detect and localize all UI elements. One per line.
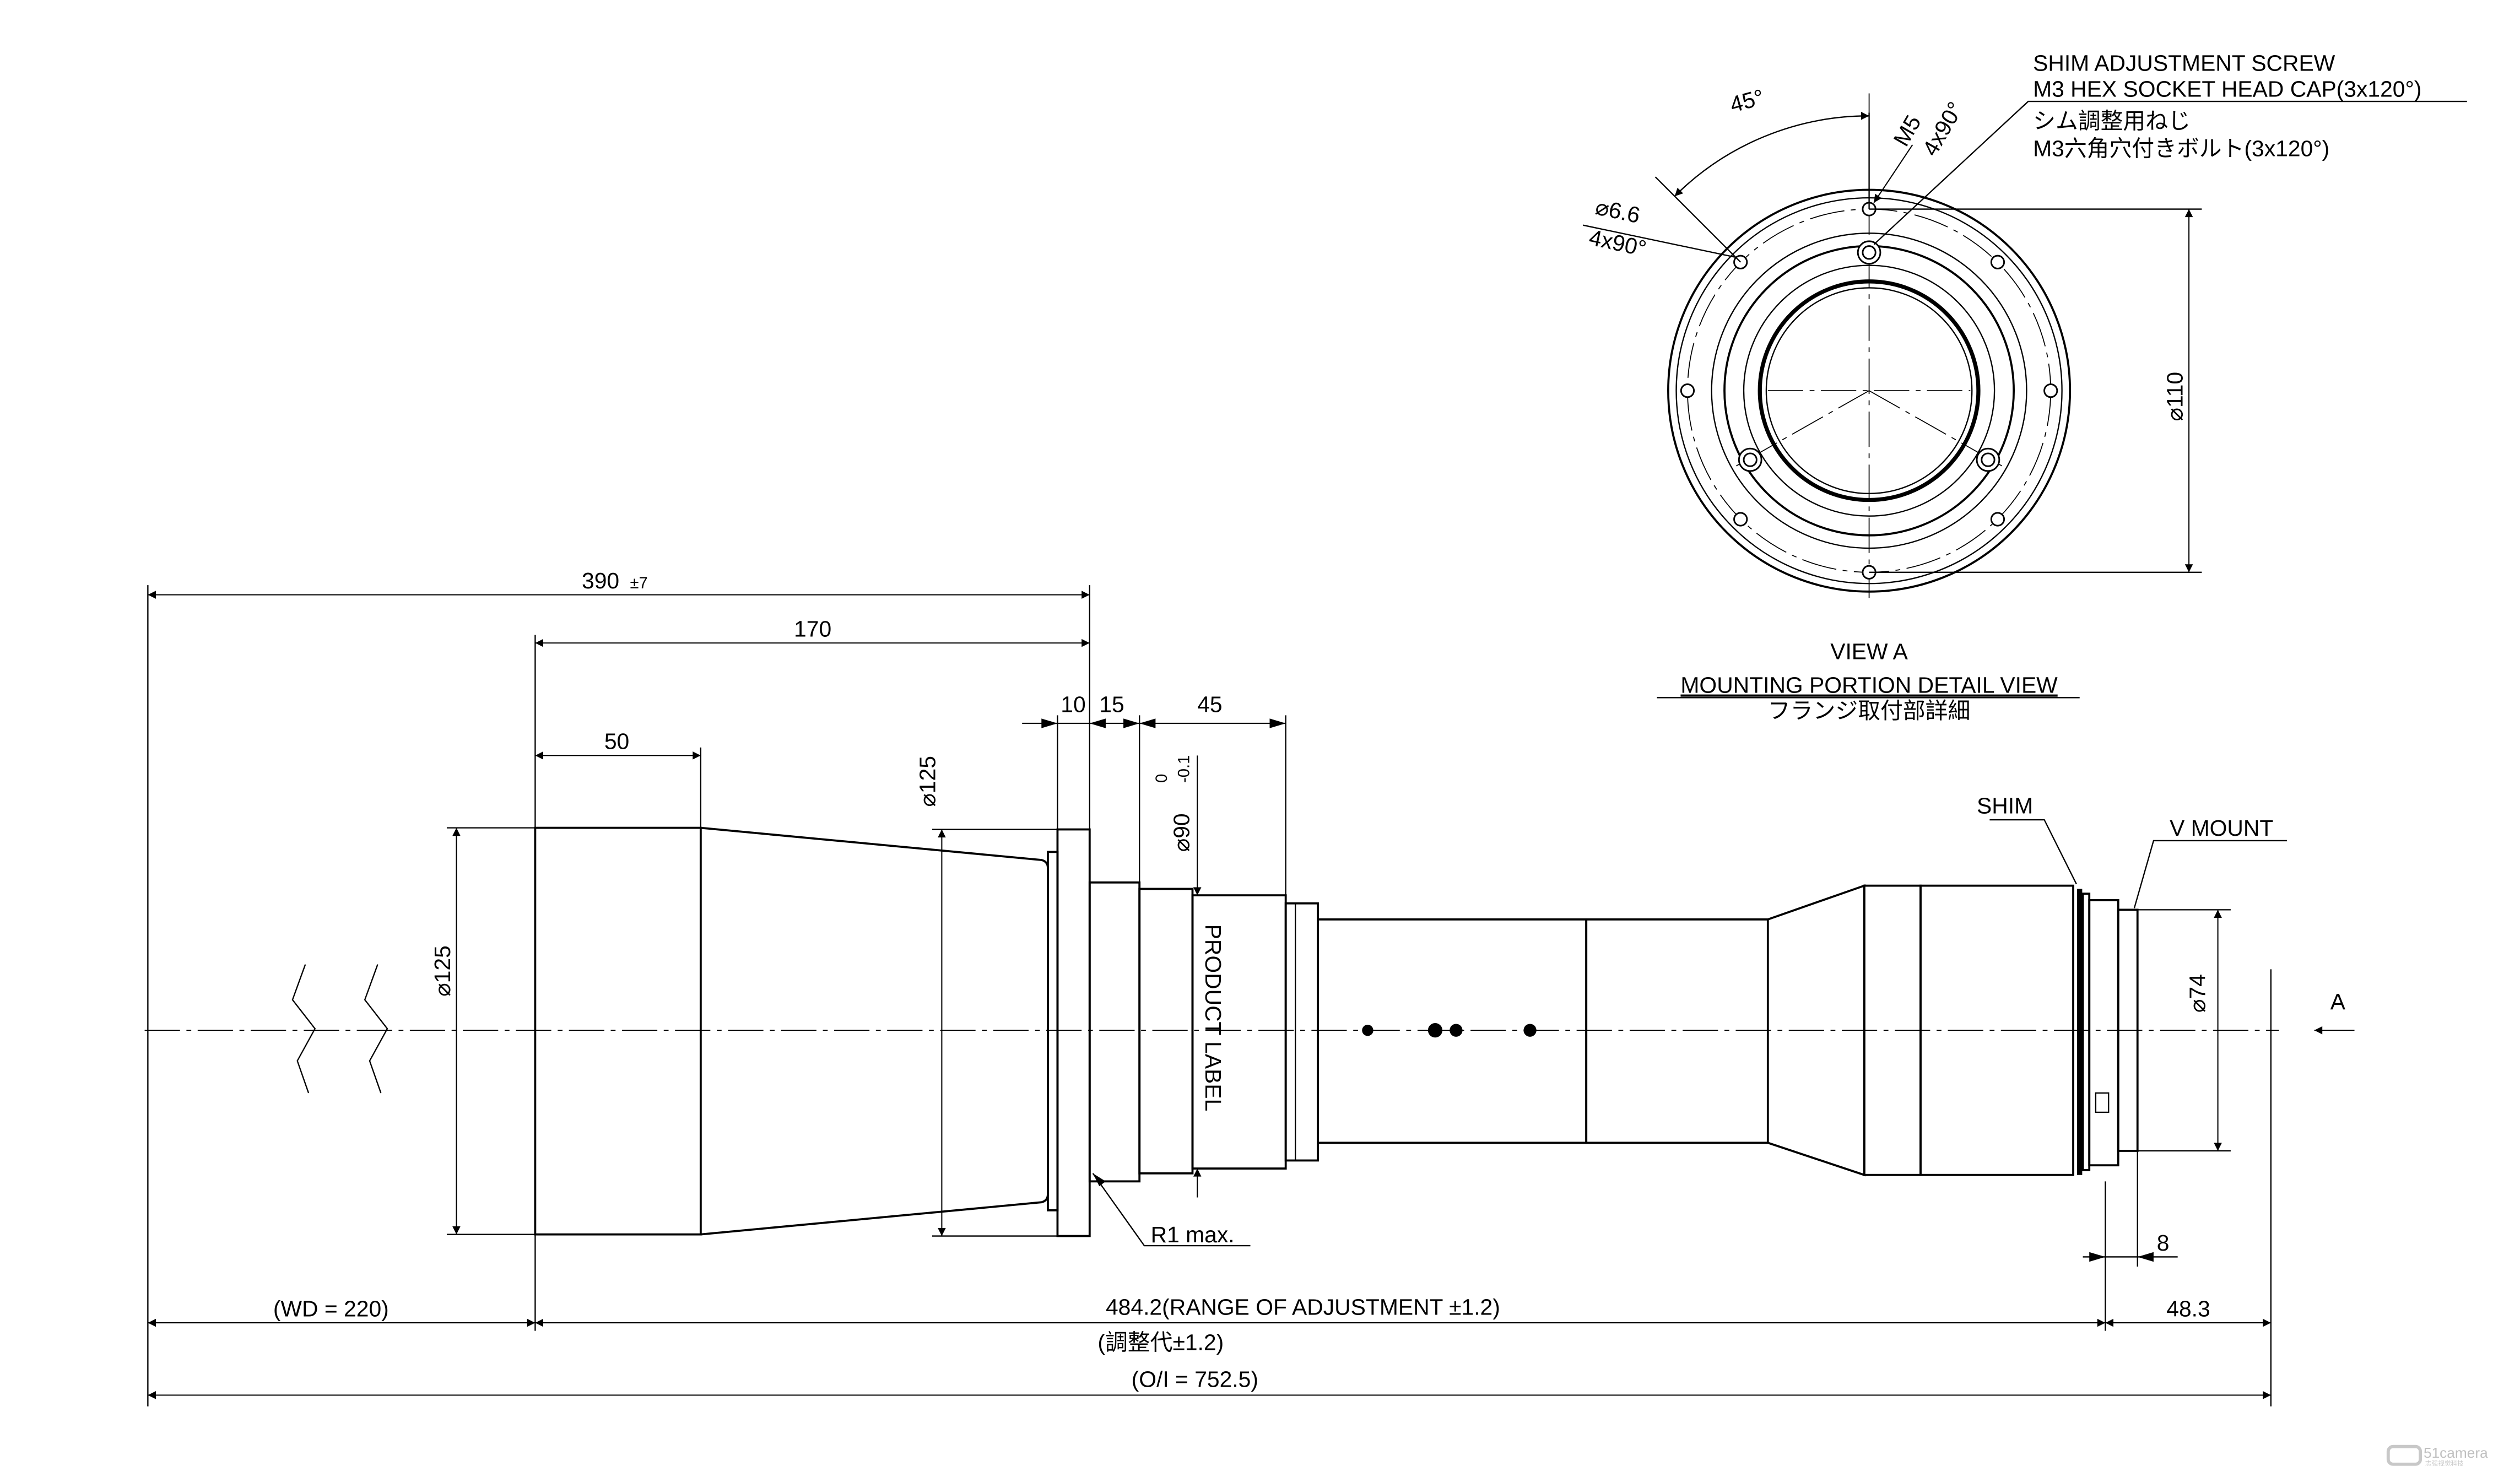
dim-wd-text: (WD = 220) xyxy=(273,1296,389,1321)
dim-dia125-front-text: ⌀125 xyxy=(430,945,455,997)
product-label-text: PRODUCT LABEL xyxy=(1200,924,1226,1112)
watermark-brand-cn: 志强视觉科技 xyxy=(2425,1460,2464,1466)
view-a-subtitle-jp: フランジ取付部詳細 xyxy=(1768,698,1970,723)
screw-note-line2: M3 HEX SOCKET HEAD CAP(3x120°) xyxy=(2033,76,2421,101)
dim-390-tolerance: ±7 xyxy=(630,575,648,592)
view-a-thread-count: 4x90° xyxy=(1917,98,1968,160)
dim-8-text: 8 xyxy=(2157,1230,2170,1256)
dim-48-3-text: 48.3 xyxy=(2166,1296,2210,1321)
dim-45-text: 45 xyxy=(1197,692,1222,717)
view-a-hole-dia: ⌀6.6 xyxy=(1593,194,1642,228)
view-a-subtitle: MOUNTING PORTION DETAIL VIEW xyxy=(1680,673,2058,698)
view-a-flange xyxy=(1583,93,2467,598)
watermark-logo: 51camera 志强视觉科技 xyxy=(2386,1445,2488,1466)
screw-note-line1: SHIM ADJUSTMENT SCREW xyxy=(2033,51,2335,76)
dim-oi-text: (O/I = 752.5) xyxy=(1132,1367,1258,1392)
watermark-brand: 51camera xyxy=(2424,1445,2488,1461)
dim-dia90-text: ⌀90 xyxy=(1169,813,1194,852)
dim-range-jp-text: (調整代±1.2) xyxy=(1097,1330,1224,1355)
dim-dia125-flange-text: ⌀125 xyxy=(915,756,940,807)
v-mount-label: V MOUNT xyxy=(2170,815,2273,841)
dim-dia90-tol-upper: 0 xyxy=(1153,774,1171,783)
screw-note-line3: シム調整用ねじ xyxy=(2033,109,2191,134)
dim-dia90-tol-lower: -0.1 xyxy=(1176,755,1193,783)
break-mark xyxy=(291,964,316,1094)
dim-170-text: 170 xyxy=(794,616,831,641)
view-a-hole-count: 4x90° xyxy=(1587,225,1648,262)
dim-dia74-text: ⌀74 xyxy=(2184,974,2210,1013)
extension-lines xyxy=(147,585,2272,1407)
dim-390-text: 390 xyxy=(582,568,619,593)
view-a-angle: 45° xyxy=(1727,84,1767,117)
dim-15-text: 15 xyxy=(1099,692,1124,717)
dim-10-text: 10 xyxy=(1061,692,1085,717)
view-a-dia110: ⌀110 xyxy=(2162,372,2187,421)
shim-label: SHIM xyxy=(1977,793,2033,818)
r1-max-label: R1 max. xyxy=(1151,1222,1235,1247)
dim-range-text: 484.2(RANGE OF ADJUSTMENT ±1.2) xyxy=(1106,1294,1500,1319)
lens-side-view xyxy=(534,826,2139,1237)
dim-50-text: 50 xyxy=(604,729,629,754)
view-a-title: VIEW A xyxy=(1830,639,1908,664)
break-mark xyxy=(364,964,388,1094)
view-a-arrow-label: A xyxy=(2330,989,2346,1014)
screw-note-line4: M3六角穴付きボルト(3x120°) xyxy=(2033,136,2329,161)
